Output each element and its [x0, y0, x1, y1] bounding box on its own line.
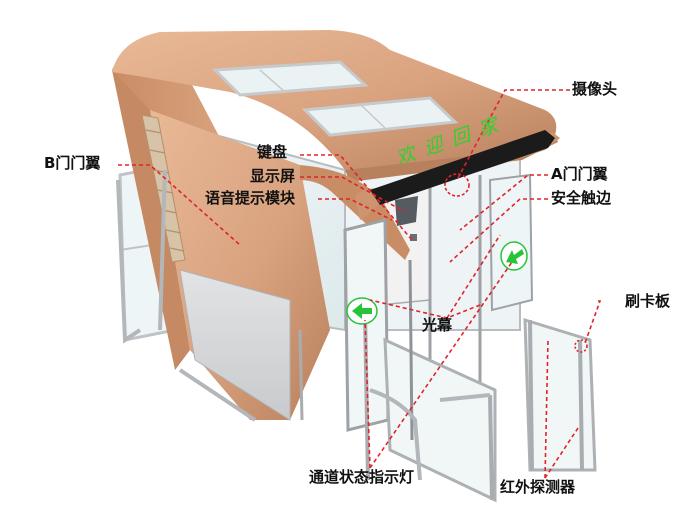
- leader-lines: [118, 89, 602, 479]
- label-card-reader: 刷卡板: [625, 292, 671, 310]
- label-ir-detector: 红外探测器: [500, 478, 576, 496]
- roof: [112, 30, 558, 182]
- label-display: 显示屏: [250, 167, 296, 185]
- left-pillar: [112, 57, 330, 421]
- label-b-door-wing: B门门翼: [44, 154, 101, 172]
- status-arrows: [346, 241, 528, 325]
- label-camera: 摄像头: [572, 80, 618, 98]
- label-light-curtain: 光幕: [422, 316, 453, 334]
- label-status-light: 通道状态指示灯: [309, 468, 415, 486]
- bottom-rails: [116, 169, 491, 481]
- label-a-door-wing: A门门翼: [551, 165, 608, 183]
- label-voice-module: 语音提示模块: [205, 189, 296, 207]
- label-safety-edge: 安全触边: [551, 189, 612, 207]
- label-keyboard: 键盘: [257, 143, 288, 161]
